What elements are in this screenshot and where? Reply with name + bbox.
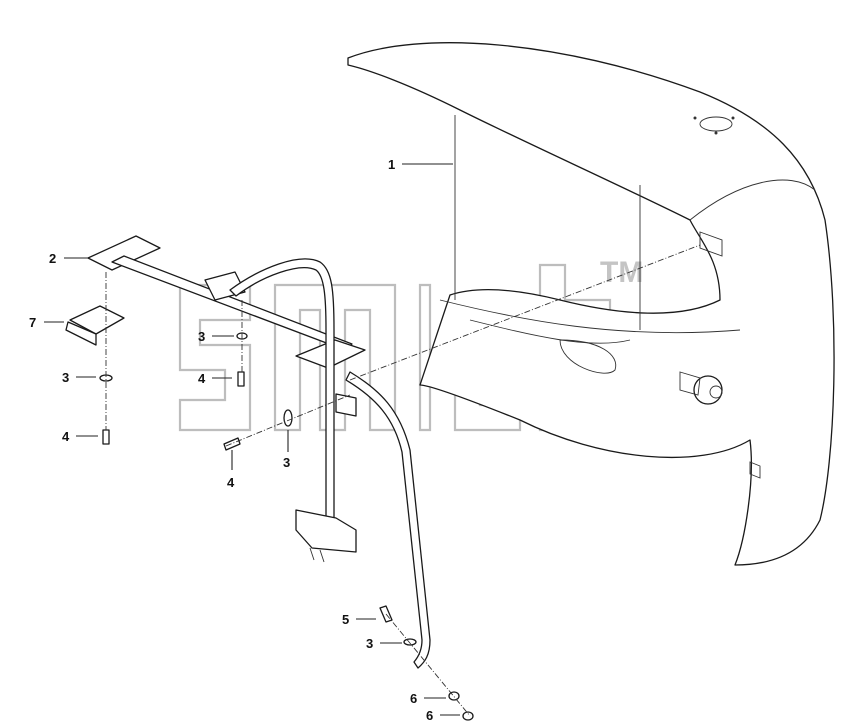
bolt-icon bbox=[102, 429, 110, 445]
callout-2: 2 bbox=[49, 251, 56, 266]
callout-labels: 1 2 7 3 4 3 4 3 4 5 3 6 6 bbox=[29, 157, 433, 723]
callout-4: 4 bbox=[62, 429, 70, 444]
support-rod-part bbox=[229, 258, 431, 669]
fender-cover-part bbox=[347, 42, 835, 566]
washer-icon bbox=[403, 638, 417, 646]
callout-1: 1 bbox=[388, 157, 395, 172]
nut-icon bbox=[462, 711, 474, 721]
nut-icon bbox=[448, 691, 460, 701]
callout-leaders bbox=[44, 163, 460, 716]
hinge-plate-part bbox=[65, 305, 125, 346]
bolt-icon bbox=[223, 437, 241, 451]
callout-3: 3 bbox=[366, 636, 373, 651]
callout-5: 5 bbox=[342, 612, 349, 627]
callout-7: 7 bbox=[29, 315, 36, 330]
callout-3: 3 bbox=[198, 329, 205, 344]
washer-icon bbox=[283, 409, 293, 427]
callout-4: 4 bbox=[198, 371, 206, 386]
callout-4: 4 bbox=[227, 475, 235, 490]
trademark-mark: TM bbox=[600, 256, 643, 289]
bolt-icon bbox=[237, 371, 245, 387]
assembly-lines bbox=[105, 244, 701, 717]
callout-6: 6 bbox=[426, 708, 433, 723]
mounting-bracket-part bbox=[87, 235, 366, 369]
callout-6: 6 bbox=[410, 691, 417, 706]
callout-3: 3 bbox=[283, 455, 290, 470]
callout-3: 3 bbox=[62, 370, 69, 385]
